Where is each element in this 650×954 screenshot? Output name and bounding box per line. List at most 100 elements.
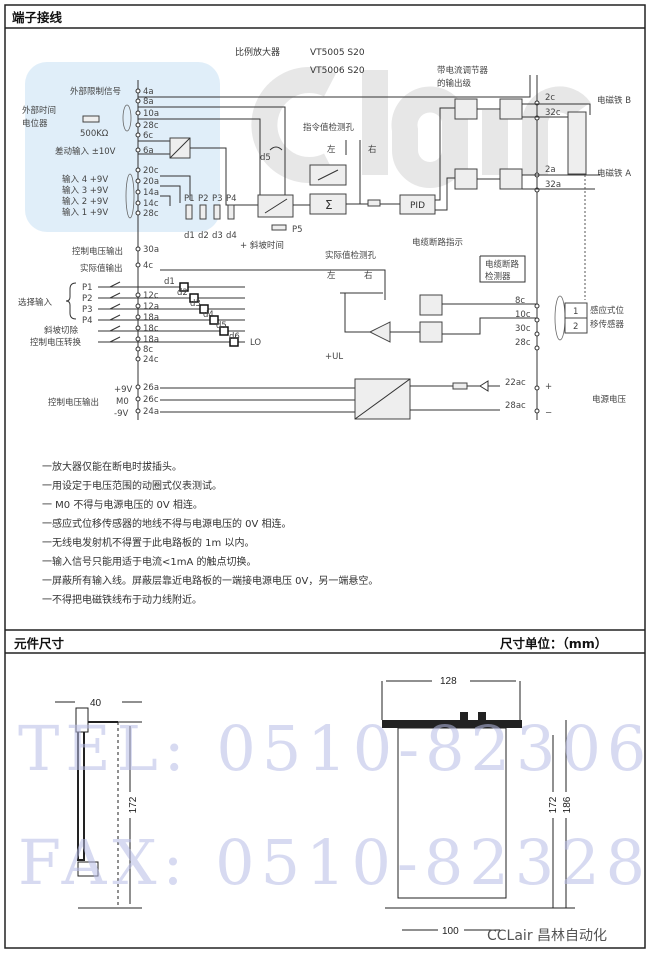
- terminal-dot: [135, 189, 141, 195]
- right-terminal-label: 8c: [515, 296, 525, 306]
- right-terminal-label: 28c: [515, 338, 531, 348]
- right-terminal-label: 22ac: [505, 378, 526, 388]
- diode-icon: [479, 380, 489, 392]
- dim-side-height: 172: [128, 796, 139, 813]
- left-terminal-label: 4a: [143, 87, 154, 97]
- note-item: 一感应式位移传感器的地线不得与电源电压的 0V 相连。: [42, 517, 292, 530]
- left-terminal-label: 26a: [143, 383, 159, 393]
- dim-front-bottom-width: 100: [442, 926, 459, 937]
- label-plus: +: [545, 382, 552, 392]
- label-ramp-cut: 斜坡切除: [44, 325, 79, 336]
- terminal-dot: [135, 336, 141, 342]
- left-terminal-label: 6c: [143, 131, 153, 141]
- terminal-dot: [135, 246, 141, 252]
- label-minus: −: [545, 408, 552, 418]
- relay-label: d4: [203, 310, 214, 320]
- terminal-dot: [135, 396, 141, 402]
- sensor-pin-1: 1: [573, 307, 578, 317]
- select-pin-label: P3: [82, 305, 93, 315]
- label-ul: +UL: [325, 352, 343, 362]
- relay-coil-icon: [189, 293, 199, 303]
- label-cable-break: 电缆断路: [485, 259, 520, 270]
- relay-coil-icon: [229, 337, 239, 347]
- amplifier-triangle: [368, 321, 391, 343]
- fuse-icon: [452, 382, 468, 390]
- terminal-dot: [135, 314, 141, 320]
- label-actual-test: 实际值检测孔: [325, 250, 377, 261]
- label-lo: LO: [250, 338, 261, 348]
- device-label: 比例放大器: [235, 46, 280, 58]
- terminal-dot: [135, 200, 141, 206]
- label-pid: PID: [410, 201, 425, 211]
- label-cable-break-2: 检测器: [485, 271, 511, 282]
- terminal-dot: [135, 408, 141, 414]
- dim-side-width: 40: [90, 698, 102, 709]
- left-terminal-label: 24a: [143, 407, 159, 417]
- left-terminal-label: 28c: [143, 209, 159, 219]
- left-terminal-label: 8a: [143, 97, 154, 107]
- pid-block: [399, 194, 436, 215]
- resistor-icon: [367, 199, 381, 207]
- label-solenoid-a: 电磁铁 A: [597, 168, 631, 179]
- label-sensor-2: 移传感器: [590, 319, 625, 330]
- label-input-2: 输入 2 +9V: [62, 196, 108, 207]
- note-item: 一用设定于电压范围的动圈式仪表测试。: [42, 479, 222, 492]
- label-left-1: 左: [327, 144, 336, 155]
- left-terminal-label: 6a: [143, 146, 154, 156]
- label-output-stage: 带电流调节器: [437, 65, 489, 76]
- left-terminal-label: 28c: [143, 121, 159, 131]
- pot-icon: [185, 204, 193, 220]
- note-item: 一输入信号只能用适于电流<1mA 的触点切换。: [42, 555, 257, 568]
- pot-icon: [213, 204, 221, 220]
- note-item: 一屏蔽所有输入线。屏蔽层靠近电路板的一端接电源电压 0V，另一端悬空。: [42, 574, 378, 587]
- terminal-dot: [135, 346, 141, 352]
- label-output-stage-2: 的输出级: [437, 78, 472, 89]
- model-2: VT5006 S20: [310, 66, 365, 76]
- label-sensor: 感应式位: [590, 305, 625, 316]
- right-terminal-label: 32a: [545, 180, 561, 190]
- pot-label: P4: [226, 194, 237, 204]
- terminal-dot: [534, 408, 540, 414]
- left-terminal-label: 10a: [143, 109, 159, 119]
- terminal-dot: [135, 325, 141, 331]
- label-select-input: 选择输入: [18, 297, 53, 308]
- oscillator-block: [419, 321, 443, 343]
- left-terminal-label: 14a: [143, 188, 159, 198]
- label-ctrl-switch: 控制电压转换: [30, 337, 82, 348]
- right-terminal-label: 28ac: [505, 401, 526, 411]
- terminal-dot: [135, 303, 141, 309]
- left-terminal-label: 8c: [143, 345, 153, 355]
- pot-icon: [227, 204, 235, 220]
- ui-converter-a: [499, 168, 523, 190]
- amp-b-block: [454, 98, 478, 120]
- brace-icon: [65, 282, 77, 320]
- pot-icon: [199, 204, 207, 220]
- terminal-dot: [135, 384, 141, 390]
- notes-list: 一放大器仅能在断电时拔插头。一用设定于电压范围的动圈式仪表测试。一 M0 不得与…: [42, 460, 378, 606]
- relay-coil-icon: [219, 326, 229, 336]
- right-terminal-label: 10c: [515, 310, 531, 320]
- pot-label: P1: [184, 194, 195, 204]
- label-input-3: 输入 3 +9V: [62, 185, 108, 196]
- terminal-dot: [135, 147, 141, 153]
- watermark-fax: FAX: 0510-82328771: [18, 826, 650, 899]
- label-ext-time-pot: 外部时间: [22, 105, 56, 116]
- terminal-dot: [135, 262, 141, 268]
- select-pin-label: P4: [82, 316, 93, 326]
- left-terminal-label: 30a: [143, 245, 159, 255]
- pot-label: P3: [212, 194, 223, 204]
- label-power: 电源电压: [592, 394, 627, 405]
- potentiometer-icon: [82, 115, 100, 123]
- relay-label: d1: [184, 231, 195, 241]
- label-ext-limit: 外部限制信号: [70, 86, 121, 97]
- relay-coil-icon: [209, 315, 219, 325]
- label-ctrl-out: 控制电压输出: [72, 246, 123, 257]
- terminal-dot: [135, 210, 141, 216]
- right-terminal-label: 30c: [515, 324, 531, 334]
- page-frame: [4, 4, 646, 949]
- left-terminal-label: 26c: [143, 395, 159, 405]
- front-view-drawing: 128 172 186 100: [381, 672, 575, 937]
- note-item: 一放大器仅能在断电时拔插头。: [42, 460, 182, 473]
